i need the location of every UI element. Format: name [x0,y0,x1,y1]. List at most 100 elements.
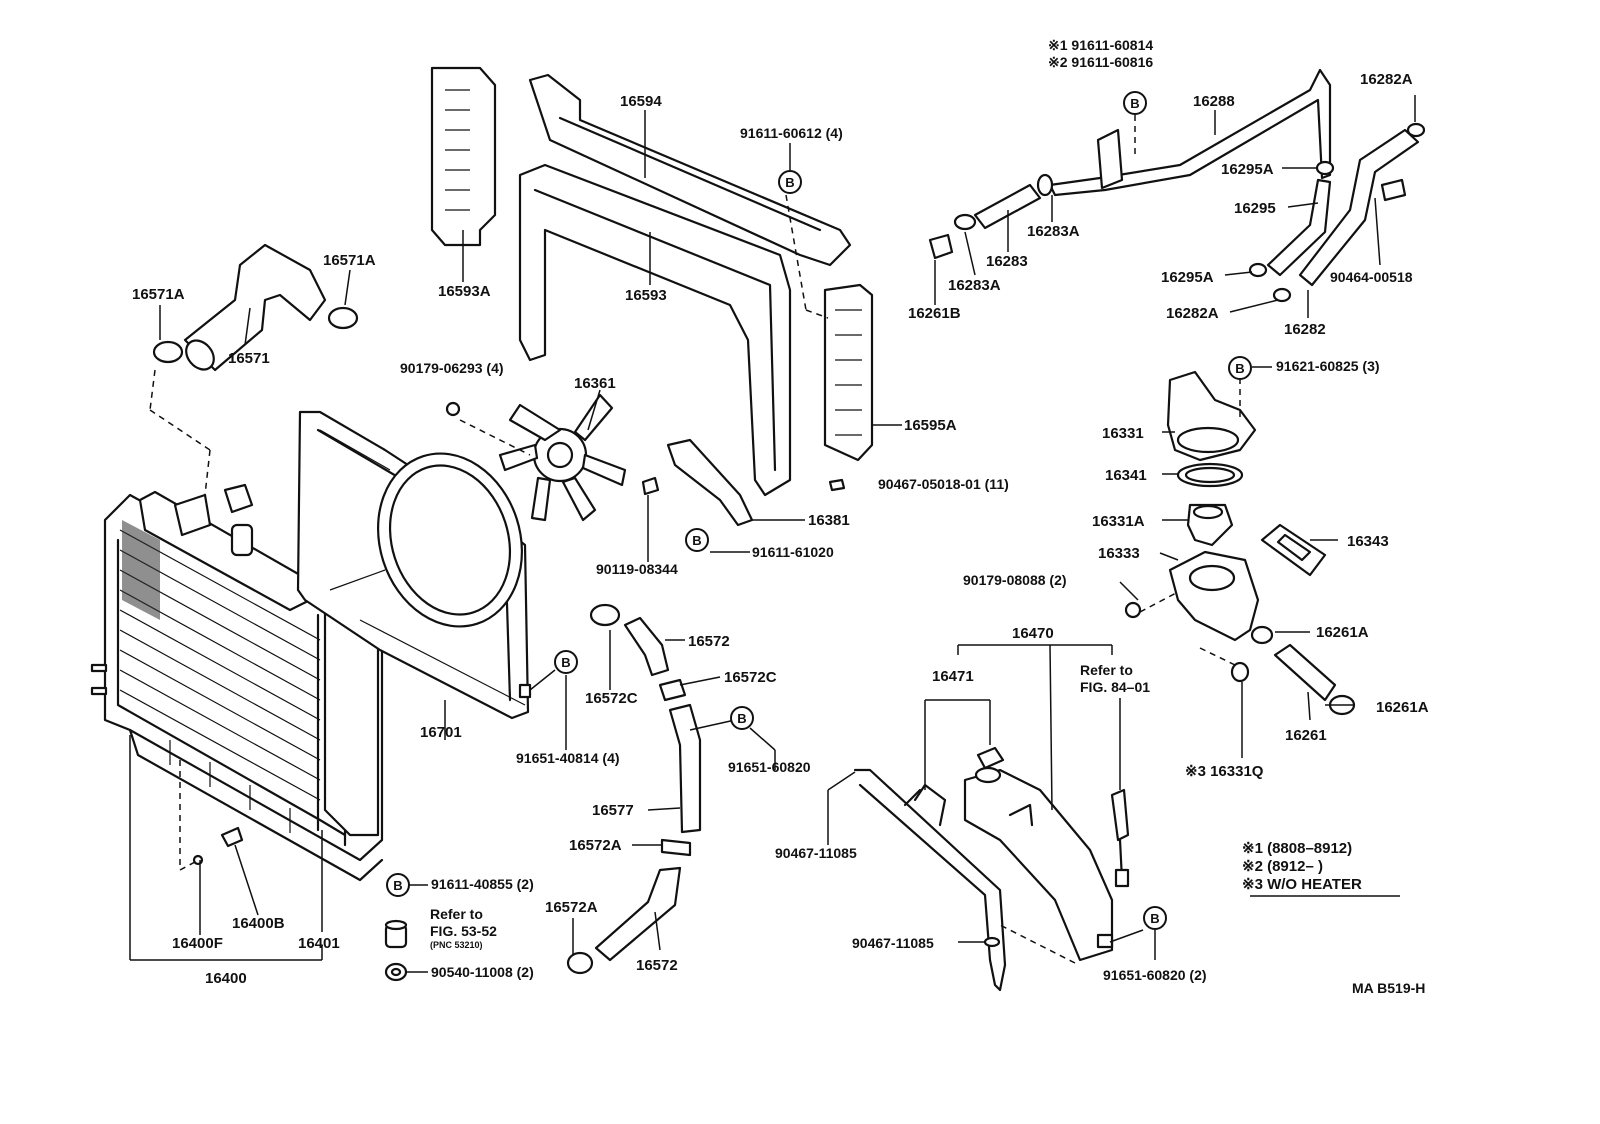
legend: ※1 (8808–8912) ※2 (8912– ) ※3 W/O HEATER [1242,840,1362,893]
label-16341: 16341 [1105,467,1147,484]
label-16361: 16361 [574,375,616,392]
label-16401: 16401 [298,935,340,952]
part-number-labels: 16594 16593 16593A 16595A 16571 16571A 1… [132,71,1429,987]
label-16331: 16331 [1102,425,1144,442]
label-16282: 16282 [1284,321,1326,338]
label-16295a-top: 16295A [1221,161,1274,178]
reference-notes: Refer to FIG. 53-52 (PNC 53210) Refer to… [430,662,1150,950]
heater-pipe-assembly [928,68,1426,303]
label-91621-60825: 91621-60825 (3) [1276,358,1380,374]
label-90464-00518: 90464-00518 [1330,269,1413,285]
svg-text:B: B [1130,96,1139,111]
svg-text:B: B [785,175,794,190]
label-16571a-left: 16571A [132,286,185,303]
label-16333: 16333 [1098,545,1140,562]
legend-note-3: ※3 W/O HEATER [1242,876,1362,893]
svg-text:B: B [1150,911,1159,926]
cooling-fan [445,393,627,522]
label-16261a-b: 16261A [1376,699,1429,716]
label-90179-08088: 90179-08088 (2) [963,572,1067,588]
svg-text:B: B [1235,361,1244,376]
legend-note-2: ※2 (8912– ) [1242,858,1323,875]
label-16343: 16343 [1347,533,1389,550]
label-90467-05018-01: 90467-05018-01 (11) [878,476,1009,492]
label-16295a-bottom: 16295A [1161,269,1214,286]
mount-cushions [384,919,408,982]
label-16595a: 16595A [904,417,957,434]
label-16283a-b: 16283A [948,277,1001,294]
b-marker: B [1143,906,1167,930]
label-16577: 16577 [592,802,634,819]
reservoir-tank [853,746,1130,992]
label-16261: 16261 [1285,727,1327,744]
label-91651-40814: 91651-40814 (4) [516,750,620,766]
svg-text:B: B [692,533,701,548]
label-16331q: ※3 16331Q [1185,763,1264,780]
label-16470: 16470 [1012,625,1054,642]
fig-53-52-text: FIG. 53-52 [430,923,497,939]
b-marker: B [386,873,410,897]
fastener-labels: 91611-60612 (4) 90179-06293 (4) 90467-05… [400,37,1413,983]
label-16283a-a: 16283A [1027,223,1080,240]
lower-radiator-hoses [566,603,702,975]
label-90467-11085-a: 90467-11085 [775,845,857,861]
b-marker: B [554,650,578,674]
label-16593a: 16593A [438,283,491,300]
label-16282a-bottom: 16282A [1166,305,1219,322]
label-91651-60820: 91651-60820 [728,759,811,775]
label-16283: 16283 [986,253,1028,270]
b-marker: B [730,706,754,730]
fig-84-01-text: FIG. 84–01 [1080,679,1150,695]
svg-text:B: B [393,878,402,893]
label-90540-11008: 90540-11008 (2) [431,964,534,980]
radiator-support-panels [430,66,874,527]
radiator-assembly [90,483,384,882]
label-91611-60612: 91611-60612 (4) [740,125,843,141]
svg-text:B: B [561,655,570,670]
label-16261a-a: 16261A [1316,624,1369,641]
label-16471: 16471 [932,668,974,685]
label-91651-60820-2: 91651-60820 (2) [1103,967,1207,983]
refer-to-text-1: Refer to [430,906,483,922]
label-16572-lower: 16572 [636,957,678,974]
label-90179-06293: 90179-06293 (4) [400,360,504,376]
label-91611-61020: 91611-61020 [752,544,834,560]
label-91611-40855: 91611-40855 (2) [431,876,534,892]
label-16701: 16701 [420,724,462,741]
pnc-53210-text: (PNC 53210) [430,940,483,950]
label-16400b: 16400B [232,915,285,932]
label-16571a-right: 16571A [323,252,376,269]
label-16572a-b: 16572A [545,899,598,916]
label-16261b: 16261B [908,305,961,322]
svg-text:B: B [737,711,746,726]
label-16572c-left: 16572C [585,690,638,707]
label-16400: 16400 [205,970,247,987]
label-16282a-top: 16282A [1360,71,1413,88]
legend-note-1: ※1 (8808–8912) [1242,840,1352,857]
label-16381: 16381 [808,512,850,529]
label-90467-11085-b: 90467-11085 [852,935,934,951]
b-marker: B [685,528,709,552]
water-outlet-thermostat-group [1124,370,1356,716]
figure-code: MA B519-H [1352,980,1425,996]
label-91611-60814: ※1 91611-60814 [1048,37,1153,53]
fan-shroud [296,410,532,720]
b-marker: B [1228,356,1252,380]
label-16572c-right: 16572C [724,669,777,686]
label-91611-60816: ※2 91611-60816 [1048,54,1153,70]
label-16295: 16295 [1234,200,1276,217]
label-16572a-a: 16572A [569,837,622,854]
label-16571: 16571 [228,350,270,367]
label-16572-upper: 16572 [688,633,730,650]
b-marker-group: B B B B B B B B [386,91,1252,930]
leader-lines [129,95,1416,973]
label-16288: 16288 [1193,93,1235,110]
b-marker: B [778,170,802,194]
label-16331a: 16331A [1092,513,1145,530]
label-16594: 16594 [620,93,662,110]
label-90119-08344: 90119-08344 [596,561,678,577]
b-marker: B [1123,91,1147,115]
refer-to-text-2: Refer to [1080,662,1133,678]
